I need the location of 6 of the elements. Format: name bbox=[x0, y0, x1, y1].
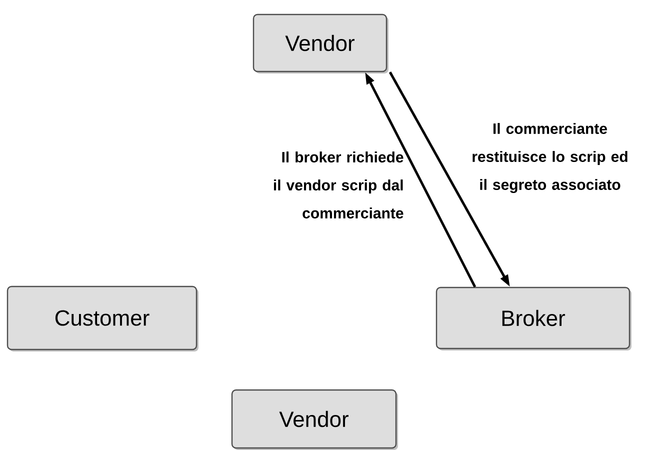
edge-label: Il broker richiede il vendor scrip dal commerciante bbox=[274, 152, 404, 218]
process-box: Vendor bbox=[231, 389, 398, 450]
process-box: Broker bbox=[436, 286, 632, 350]
process-box: Vendor bbox=[252, 14, 388, 74]
process-box: Customer bbox=[6, 286, 198, 352]
edge-label: Il commerciante restituisce lo scrip ed il segreto associato bbox=[472, 122, 628, 194]
